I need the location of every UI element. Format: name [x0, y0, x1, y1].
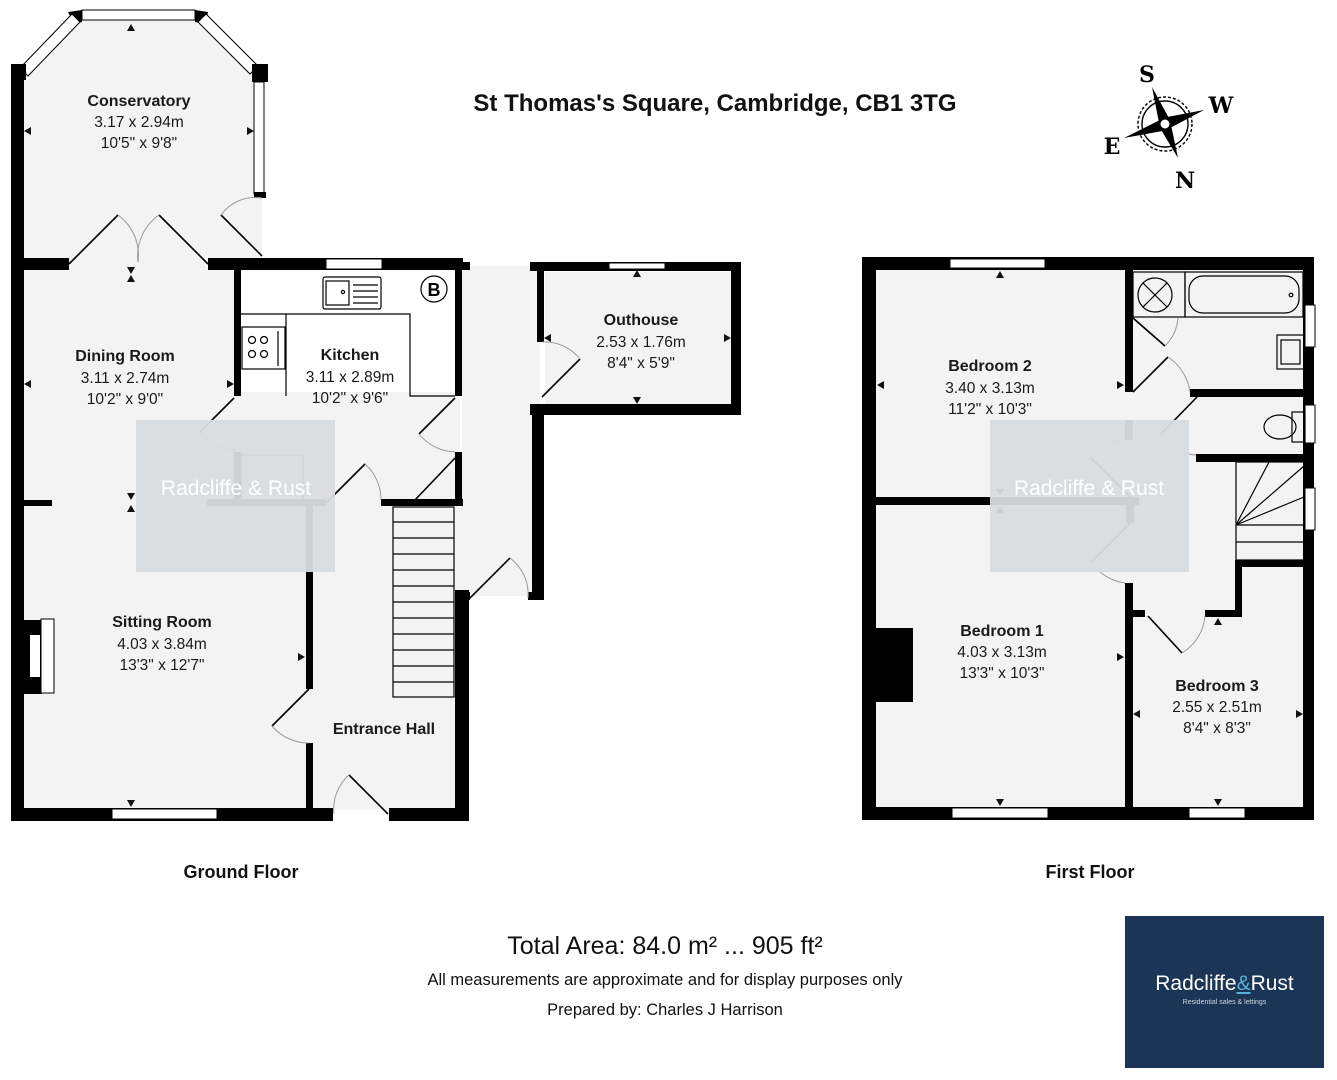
room-imperial: 13'3" x 10'3" [959, 665, 1044, 682]
room-metric: 2.55 x 2.51m [1172, 699, 1262, 716]
room-metric: 3.40 x 3.13m [945, 380, 1035, 397]
room-name: Dining Room [75, 348, 175, 365]
first-floor-label: First Floor [1046, 862, 1135, 882]
total-area: Total Area: 84.0 m² ... 905 ft² [507, 932, 823, 960]
logo-ampersand: & [1236, 972, 1251, 995]
compass-north: N [1175, 168, 1195, 194]
room-bedroom-1: Bedroom 1 4.03 x 3.13m 13'3" x 10'3" [957, 623, 1047, 682]
room-sitting: Sitting Room 4.03 x 3.84m 13'3" x 12'7" [112, 614, 212, 674]
page-title: St Thomas's Square, Cambridge, CB1 3TG [473, 90, 956, 117]
prepared-by: Prepared by: Charles J Harrison [547, 1001, 783, 1019]
room-imperial: 10'2" x 9'6" [312, 390, 388, 407]
ground-floor-label: Ground Floor [184, 862, 299, 882]
boiler-marker: B [428, 280, 441, 300]
logo-brand: Radcliffe&Rust [1125, 972, 1324, 996]
room-metric: 4.03 x 3.84m [117, 636, 207, 653]
agent-logo: Radcliffe&Rust Residential sales & letti… [1125, 916, 1324, 1068]
room-metric: 2.53 x 1.76m [596, 334, 686, 351]
logo-brand-left: Radcliffe [1155, 972, 1237, 995]
room-imperial: 13'3" x 12'7" [119, 657, 204, 674]
room-name: Outhouse [604, 312, 679, 329]
room-name: Bedroom 1 [960, 623, 1044, 640]
compass-west: W [1208, 93, 1234, 119]
room-outhouse: Outhouse 2.53 x 1.76m 8'4" x 5'9" [596, 312, 686, 372]
disclaimer: All measurements are approximate and for… [427, 971, 903, 989]
room-name: Sitting Room [112, 614, 212, 631]
room-imperial: 10'2" x 9'0" [87, 391, 163, 408]
room-metric: 4.03 x 3.13m [957, 644, 1047, 661]
room-name: Bedroom 2 [948, 358, 1032, 375]
room-entrance-hall: Entrance Hall [333, 721, 435, 738]
room-imperial: 11'2" x 10'3" [948, 401, 1032, 418]
room-metric: 3.11 x 2.74m [81, 370, 169, 387]
watermark-first: Radcliffe & Rust [1014, 477, 1164, 500]
room-conservatory: Conservatory 3.17 x 2.94m 10'5" x 9'8" [87, 93, 190, 152]
compass-east: E [1104, 134, 1121, 160]
ground-floor-plan: B [11, 9, 741, 821]
room-metric: 3.11 x 2.89m [306, 369, 394, 386]
room-imperial: 8'4" x 8'3" [1183, 720, 1251, 737]
logo-brand-right: Rust [1250, 972, 1294, 995]
room-name: Kitchen [321, 347, 380, 364]
logo-tagline: Residential sales & lettings [1182, 999, 1267, 1006]
first-floor-plan: Radcliffe & Rust [862, 257, 1316, 820]
room-bedroom-3: Bedroom 3 2.55 x 2.51m 8'4" x 8'3" [1172, 678, 1262, 737]
room-imperial: 8'4" x 5'9" [607, 355, 675, 372]
room-kitchen: Kitchen 3.11 x 2.89m 10'2" x 9'6" [306, 347, 394, 407]
compass-rose-icon: S W E N [1104, 62, 1234, 194]
room-name: Bedroom 3 [1175, 678, 1259, 695]
compass-south: S [1139, 62, 1155, 88]
room-dining: Dining Room 3.11 x 2.74m 10'2" x 9'0" [75, 348, 175, 408]
room-imperial: 10'5" x 9'8" [101, 135, 177, 152]
dimension-markers [24, 24, 731, 807]
watermark-ground: Radcliffe & Rust [161, 477, 311, 500]
room-bedroom-2: Bedroom 2 3.40 x 3.13m 11'2" x 10'3" [945, 358, 1035, 418]
room-metric: 3.17 x 2.94m [94, 114, 184, 131]
room-name: Entrance Hall [333, 721, 435, 738]
room-name: Conservatory [87, 93, 190, 110]
